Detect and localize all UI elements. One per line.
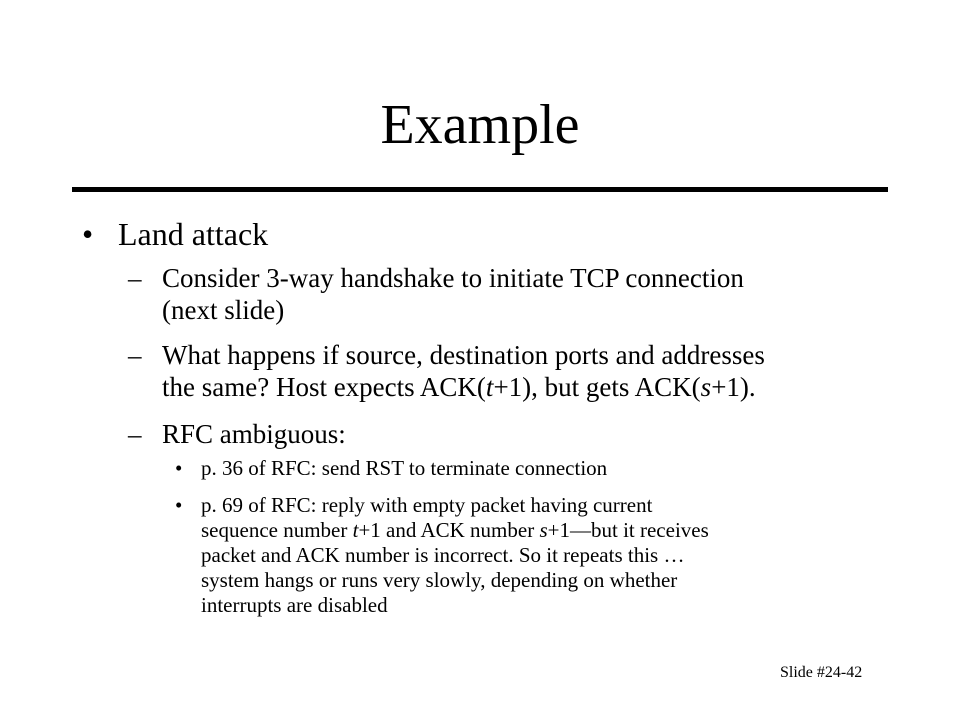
bullet-land-attack: • Land attack xyxy=(82,214,269,254)
subitem-line: RFC ambiguous: xyxy=(162,419,346,449)
dash-marker: – xyxy=(128,419,142,449)
text-run: sequence number xyxy=(201,518,353,542)
text-run: +1 and ACK number xyxy=(358,518,540,542)
rfc-point-p69: • p. 69 of RFC: reply with empty packet … xyxy=(175,493,861,618)
subitem-line: the same? Host expects ACK(t+1), but get… xyxy=(162,371,882,403)
subitem-line: What happens if source, destination port… xyxy=(162,340,765,370)
slide-number: Slide #24-42 xyxy=(780,664,863,681)
variable-s: s xyxy=(539,518,548,542)
variable-t: t xyxy=(352,518,359,542)
rfc-point-line: interrupts are disabled xyxy=(201,593,388,617)
dot-marker: • xyxy=(175,493,183,517)
subitem-line: Consider 3-way handshake to initiate TCP… xyxy=(162,263,744,293)
rfc-point-line: p. 69 of RFC: reply with empty packet ha… xyxy=(201,493,653,517)
dot-marker: • xyxy=(175,456,183,480)
rfc-point-p36: • p. 36 of RFC: send RST to terminate co… xyxy=(175,456,861,481)
title-divider xyxy=(72,187,888,192)
bullet-text: Land attack xyxy=(118,216,269,252)
variable-t: t xyxy=(485,372,494,402)
rfc-point-line: system hangs or runs very slowly, depend… xyxy=(201,568,678,592)
rfc-point-line: packet and ACK number is incorrect. So i… xyxy=(201,543,685,567)
text-run: +1), but gets ACK( xyxy=(493,372,701,402)
slide-title: Example xyxy=(380,94,580,156)
subitem-handshake: – Consider 3-way handshake to initiate T… xyxy=(128,262,882,326)
text-run: +1). xyxy=(711,372,756,402)
variable-s: s xyxy=(700,372,712,402)
rfc-point-line: p. 36 of RFC: send RST to terminate conn… xyxy=(201,456,608,480)
dash-marker: – xyxy=(128,340,142,370)
dash-marker: – xyxy=(128,263,142,293)
subitem-rfc-ambiguous: – RFC ambiguous: xyxy=(128,418,882,450)
subitem-line: (next slide) xyxy=(162,295,285,325)
text-run: the same? Host expects ACK( xyxy=(162,372,486,402)
rfc-point-line: sequence number t+1 and ACK number s+1—b… xyxy=(201,518,861,543)
bullet-marker: • xyxy=(82,216,94,252)
subitem-same-ports: – What happens if source, destination po… xyxy=(128,339,882,403)
text-run: +1—but it receives xyxy=(547,518,709,542)
